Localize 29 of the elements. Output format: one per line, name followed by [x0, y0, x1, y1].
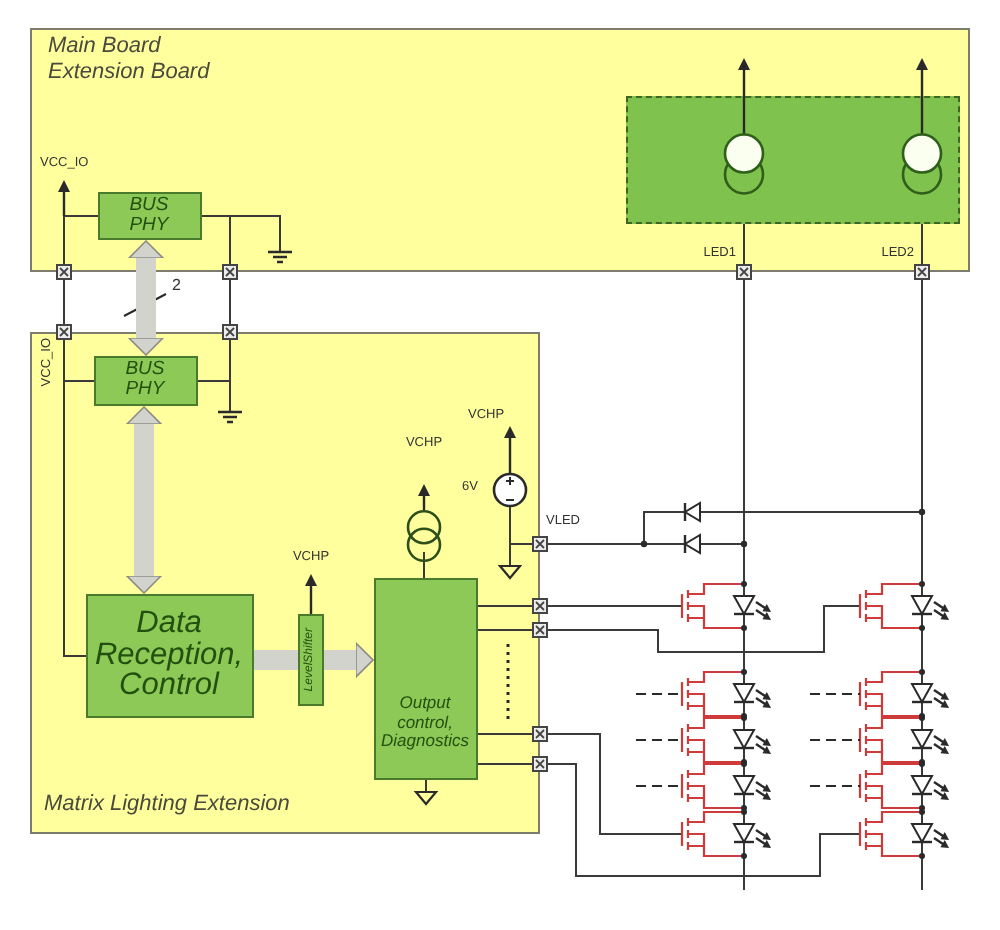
- led-matrix-circuit: [624, 498, 952, 890]
- bus-arrow: [324, 642, 374, 678]
- process-block: [85, 593, 253, 717]
- wire: [477, 605, 625, 607]
- wire: [921, 223, 923, 499]
- process-block: [93, 355, 197, 405]
- level-shifter-block: [297, 613, 323, 705]
- wire: [743, 223, 745, 499]
- block-label: Output control, Diagnostics: [381, 694, 469, 751]
- panel-title: Matrix Lighting Extension: [44, 792, 290, 819]
- wire: [63, 380, 95, 657]
- bus-arrow: [126, 406, 162, 594]
- panel-title: Main Board: [48, 34, 161, 61]
- dashed-block: [625, 95, 959, 223]
- block-label: BUS PHY: [125, 360, 165, 400]
- block-label: Data Reception, Control: [94, 607, 244, 703]
- wire: [477, 629, 625, 631]
- board-panel: [30, 332, 540, 834]
- panel-title: Extension Board: [48, 60, 210, 87]
- board-panel: [30, 28, 970, 272]
- block-label: BUS PHY: [129, 195, 169, 235]
- bus-arrow: [128, 240, 164, 356]
- edge-label: 2: [172, 278, 181, 294]
- wire: [477, 763, 625, 877]
- process-block: [97, 191, 201, 239]
- wire: [477, 733, 625, 835]
- process-block: [373, 577, 477, 779]
- wire: [63, 215, 99, 382]
- wire: [197, 215, 231, 382]
